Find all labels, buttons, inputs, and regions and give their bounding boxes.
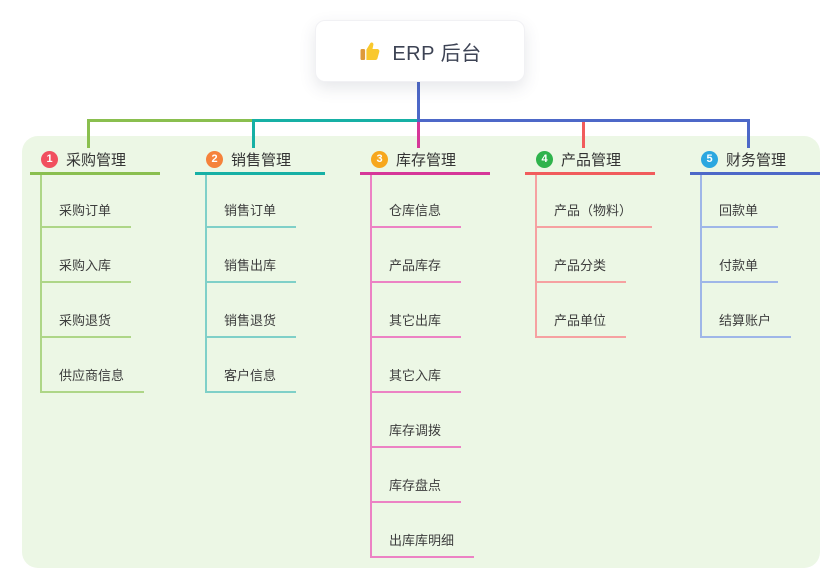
branch-number-badge: 2 <box>206 150 223 168</box>
mindmap-panel <box>22 136 820 568</box>
child-node[interactable]: 采购订单 <box>42 204 132 228</box>
branch-children: 销售订单销售出库销售退货客户信息 <box>205 175 325 393</box>
branch-children: 采购订单采购入库采购退货供应商信息 <box>40 175 160 393</box>
mindmap-root-node[interactable]: ERP 后台 <box>315 20 525 82</box>
child-node[interactable]: 产品单位 <box>537 314 627 338</box>
child-node[interactable]: 仓库信息 <box>372 204 462 228</box>
root-node-label: ERP 后台 <box>392 42 482 65</box>
child-node[interactable]: 产品（物料） <box>537 204 653 228</box>
child-row: 结算账户 <box>702 283 820 338</box>
child-row: 销售出库 <box>207 228 325 283</box>
branch-title-label: 采购管理 <box>66 151 127 169</box>
root-connector-line <box>417 82 420 121</box>
child-node[interactable]: 结算账户 <box>702 314 792 338</box>
child-row: 采购入库 <box>42 228 160 283</box>
branch-children: 回款单付款单结算账户 <box>700 175 820 338</box>
child-node[interactable]: 出库库明细 <box>372 534 475 558</box>
branch-title-3[interactable]: 3 库存管理 <box>360 146 490 175</box>
branch-title-label: 库存管理 <box>396 151 457 169</box>
child-row: 销售退货 <box>207 283 325 338</box>
branch-title-label: 产品管理 <box>561 151 622 169</box>
child-row: 付款单 <box>702 228 820 283</box>
child-row: 供应商信息 <box>42 338 160 393</box>
child-node[interactable]: 供应商信息 <box>42 369 145 393</box>
child-node[interactable]: 销售订单 <box>207 204 297 228</box>
child-node[interactable]: 销售退货 <box>207 314 297 338</box>
child-node[interactable]: 采购入库 <box>42 259 132 283</box>
branch-number-badge: 1 <box>41 150 58 168</box>
child-node[interactable]: 付款单 <box>702 259 779 283</box>
child-node[interactable]: 其它入库 <box>372 369 462 393</box>
child-row: 产品单位 <box>537 283 655 338</box>
child-node[interactable]: 库存调拨 <box>372 424 462 448</box>
branch-number-badge: 4 <box>536 150 553 168</box>
child-row: 其它出库 <box>372 283 490 338</box>
child-node[interactable]: 销售出库 <box>207 259 297 283</box>
branch-4: 4 产品管理产品（物料） 产品分类产品单位 <box>525 146 655 338</box>
child-row: 库存调拨 <box>372 393 490 448</box>
child-row: 其它入库 <box>372 338 490 393</box>
child-row: 产品（物料） <box>537 175 655 228</box>
bus-segment-teal <box>252 119 418 122</box>
bus-segment-blue <box>417 119 750 122</box>
child-row: 客户信息 <box>207 338 325 393</box>
child-row: 出库库明细 <box>372 503 490 558</box>
child-row: 库存盘点 <box>372 448 490 503</box>
branch-title-label: 财务管理 <box>726 151 787 169</box>
child-node[interactable]: 客户信息 <box>207 369 297 393</box>
branch-1: 1 采购管理采购订单采购入库采购退货供应商信息 <box>30 146 160 393</box>
branch-number-badge: 5 <box>701 150 718 168</box>
branch-title-4[interactable]: 4 产品管理 <box>525 146 655 175</box>
branch-children: 仓库信息产品库存其它出库其它入库库存调拨库存盘点出库库明细 <box>370 175 490 558</box>
child-row: 产品库存 <box>372 228 490 283</box>
child-node[interactable]: 其它出库 <box>372 314 462 338</box>
branch-3: 3 库存管理仓库信息产品库存其它出库其它入库库存调拨库存盘点出库库明细 <box>360 146 490 558</box>
branch-title-5[interactable]: 5 财务管理 <box>690 146 820 175</box>
child-row: 回款单 <box>702 175 820 228</box>
child-node[interactable]: 产品分类 <box>537 259 627 283</box>
branch-drop-5 <box>747 119 750 148</box>
bus-segment-green <box>87 119 252 122</box>
child-row: 采购订单 <box>42 175 160 228</box>
branch-drop-3 <box>417 122 420 148</box>
child-row: 采购退货 <box>42 283 160 338</box>
child-node[interactable]: 采购退货 <box>42 314 132 338</box>
child-node[interactable]: 库存盘点 <box>372 479 462 503</box>
branch-number-badge: 3 <box>371 150 388 168</box>
branch-drop-4 <box>582 122 585 148</box>
child-node[interactable]: 产品库存 <box>372 259 462 283</box>
branch-drop-2 <box>252 119 255 148</box>
branch-drop-1 <box>87 119 90 148</box>
thumbs-up-icon <box>360 42 380 60</box>
branch-2: 2 销售管理销售订单销售出库销售退货客户信息 <box>195 146 325 393</box>
branch-title-2[interactable]: 2 销售管理 <box>195 146 325 175</box>
branch-title-1[interactable]: 1 采购管理 <box>30 146 160 175</box>
child-row: 产品分类 <box>537 228 655 283</box>
child-node[interactable]: 回款单 <box>702 204 779 228</box>
branch-title-label: 销售管理 <box>231 151 292 169</box>
branch-5: 5 财务管理回款单付款单结算账户 <box>690 146 820 338</box>
branch-children: 产品（物料） 产品分类产品单位 <box>535 175 655 338</box>
child-row: 仓库信息 <box>372 175 490 228</box>
child-row: 销售订单 <box>207 175 325 228</box>
